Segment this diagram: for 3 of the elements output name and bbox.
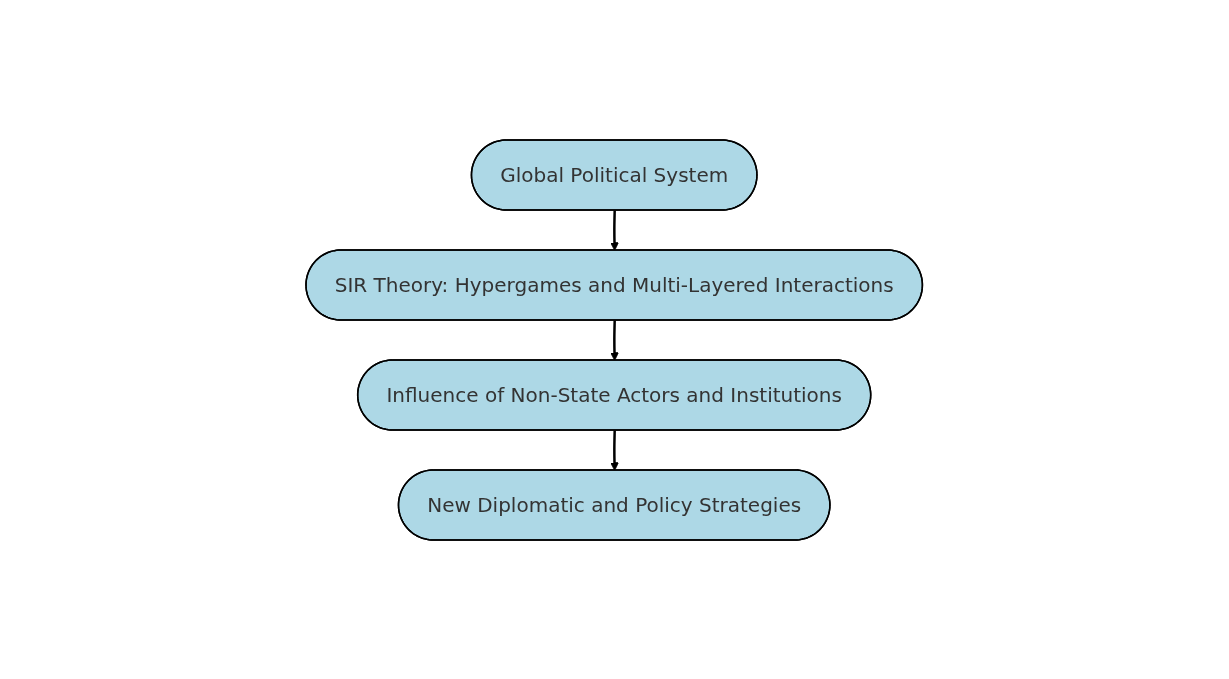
arrow: [610, 319, 620, 361]
arrow: [610, 209, 620, 251]
arrow: [610, 429, 620, 471]
